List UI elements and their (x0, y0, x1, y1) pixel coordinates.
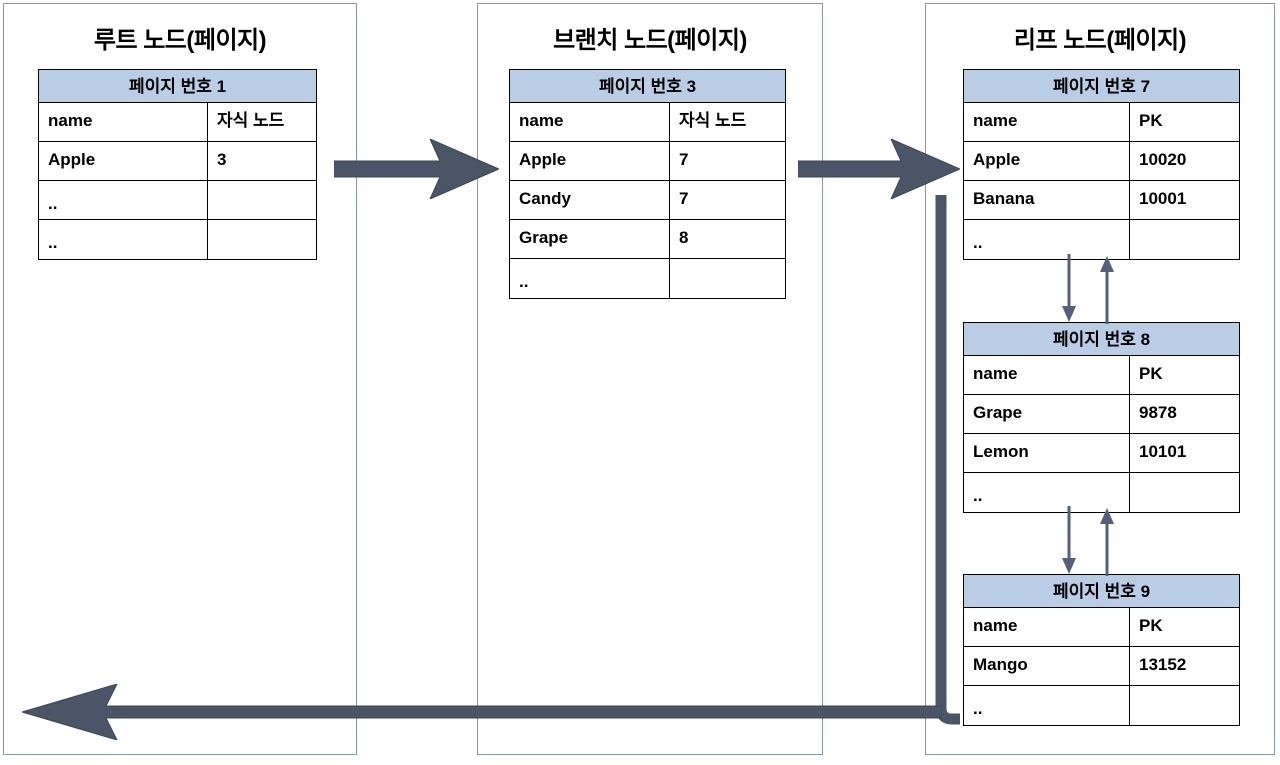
table-row: name 자식 노드 (39, 103, 316, 142)
table-page-7: 페이지 번호 7 name PK Apple 10020 Banana 1000… (963, 69, 1240, 260)
table-page-8-r1-name: Lemon (964, 434, 1130, 472)
table-page-1-r2-child (208, 220, 316, 259)
table-page-7-r1-name: Banana (964, 181, 1130, 219)
table-row: .. (510, 259, 785, 298)
table-page-3-r0-name: Apple (510, 142, 670, 180)
panel-root-node-title: 루트 노드(페이지) (93, 27, 267, 54)
table-page-8: 페이지 번호 8 name PK Grape 9878 Lemon 10101 … (963, 322, 1240, 513)
table-row: Banana 10001 (964, 181, 1239, 220)
table-row: Lemon 10101 (964, 434, 1239, 473)
root-to-branch-arrow (334, 139, 499, 199)
table-row: .. (39, 220, 316, 259)
table-page-1-header: 페이지 번호 1 (39, 70, 316, 103)
page8-to-page9-next-arrow (1059, 506, 1079, 576)
table-row: name PK (964, 103, 1239, 142)
table-page-8-col-1-header: PK (1139, 364, 1163, 383)
table-row: Grape 8 (510, 220, 785, 259)
leaf-return-arrow (22, 684, 942, 740)
table-row: .. (964, 473, 1239, 512)
table-page-8-r0-pk: 9878 (1139, 403, 1177, 422)
table-row: name 자식 노드 (510, 103, 785, 142)
table-page-7-header: 페이지 번호 7 (964, 70, 1239, 103)
table-page-7-col-0-header: name (964, 103, 1130, 141)
page9-to-page8-prev-arrow (1097, 506, 1117, 576)
page8-to-page7-prev-arrow (1097, 254, 1117, 324)
table-page-1-col-1-header: 자식 노드 (217, 111, 285, 130)
table-row: name PK (964, 608, 1239, 647)
table-page-1: 페이지 번호 1 name 자식 노드 Apple 3 .. .. (38, 69, 317, 260)
panel-leaf-node-title: 리프 노드(페이지) (1013, 27, 1187, 54)
table-page-9-r0-pk: 13152 (1139, 655, 1187, 674)
table-row: .. (964, 686, 1239, 725)
table-page-8-r0-name: Grape (964, 395, 1130, 433)
table-page-9-col-1-header: PK (1139, 616, 1163, 635)
table-page-1-r0-name: Apple (39, 142, 208, 180)
branch-to-leaf-arrow (798, 139, 960, 199)
table-page-8-col-0-header: name (964, 356, 1130, 394)
table-page-3-r1-name: Candy (510, 181, 670, 219)
leaf-return-elbow (930, 195, 960, 730)
table-page-7-r0-name: Apple (964, 142, 1130, 180)
table-page-3-r2-name: Grape (510, 220, 670, 258)
table-page-7-r1-pk: 10001 (1139, 189, 1187, 208)
table-page-9-r1-name: .. (964, 686, 1130, 725)
table-row: Grape 9878 (964, 395, 1239, 434)
page7-to-page8-next-arrow (1059, 254, 1079, 324)
table-page-3-col-0-header: name (510, 103, 670, 141)
table-page-7-r2-pk (1130, 220, 1239, 259)
table-page-1-r1-child (208, 181, 316, 219)
table-row: Apple 7 (510, 142, 785, 181)
table-row: Apple 3 (39, 142, 316, 181)
table-page-3-r3-child (670, 259, 785, 298)
table-page-9: 페이지 번호 9 name PK Mango 13152 .. (963, 574, 1240, 726)
panel-branch-node-title: 브랜치 노드(페이지) (553, 27, 747, 54)
table-page-7-col-1-header: PK (1139, 111, 1163, 130)
table-page-3-col-1-header: 자식 노드 (679, 111, 747, 130)
table-row: Candy 7 (510, 181, 785, 220)
table-page-3: 페이지 번호 3 name 자식 노드 Apple 7 Candy 7 Grap… (509, 69, 786, 299)
table-row: Mango 13152 (964, 647, 1239, 686)
table-row: .. (39, 181, 316, 220)
table-row: Apple 10020 (964, 142, 1239, 181)
table-page-7-r0-pk: 10020 (1139, 150, 1187, 169)
table-page-1-r0-child: 3 (217, 150, 227, 169)
table-page-9-r0-name: Mango (964, 647, 1130, 685)
table-page-8-r1-pk: 10101 (1139, 442, 1187, 461)
table-page-1-r1-name: .. (39, 181, 208, 219)
table-page-8-r2-name: .. (964, 473, 1130, 512)
table-page-9-col-0-header: name (964, 608, 1130, 646)
table-page-7-r2-name: .. (964, 220, 1130, 259)
table-page-3-r2-child: 8 (679, 228, 689, 247)
table-row: name PK (964, 356, 1239, 395)
table-page-1-r2-name: .. (39, 220, 208, 259)
table-page-1-col-0-header: name (39, 103, 208, 141)
table-page-3-r1-child: 7 (679, 189, 689, 208)
table-page-8-header: 페이지 번호 8 (964, 323, 1239, 356)
table-page-9-r1-pk (1130, 686, 1239, 725)
table-page-8-r2-pk (1130, 473, 1239, 512)
table-page-3-header: 페이지 번호 3 (510, 70, 785, 103)
table-page-9-header: 페이지 번호 9 (964, 575, 1239, 608)
table-page-3-r3-name: .. (510, 259, 670, 298)
table-page-3-r0-child: 7 (679, 150, 689, 169)
table-row: .. (964, 220, 1239, 259)
